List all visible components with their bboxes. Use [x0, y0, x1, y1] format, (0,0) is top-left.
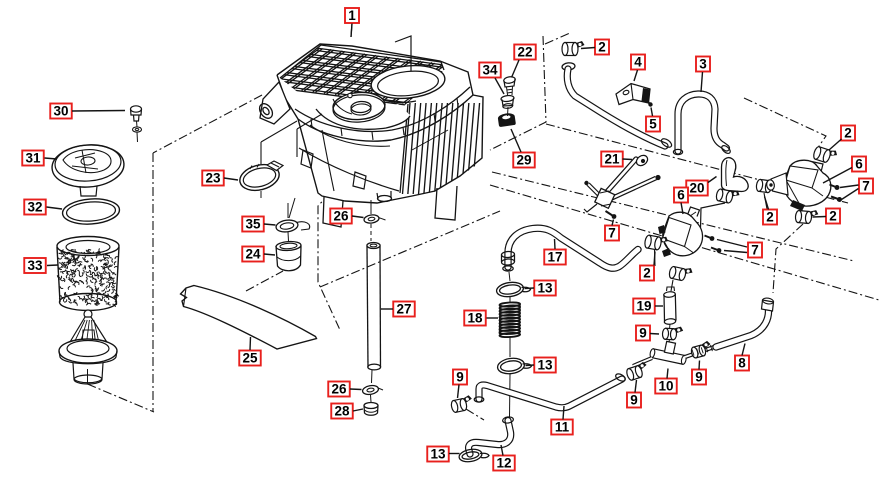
svg-text:21: 21 — [604, 152, 620, 167]
svg-text:29: 29 — [516, 153, 531, 168]
svg-text:32: 32 — [27, 200, 42, 215]
svg-text:12: 12 — [496, 456, 511, 471]
svg-text:5: 5 — [649, 117, 657, 132]
svg-text:2: 2 — [643, 266, 651, 281]
svg-text:2: 2 — [844, 126, 852, 141]
svg-text:9: 9 — [456, 370, 464, 385]
svg-text:28: 28 — [334, 404, 350, 419]
svg-text:9: 9 — [639, 326, 647, 341]
svg-text:4: 4 — [634, 55, 642, 70]
svg-text:27: 27 — [396, 302, 411, 317]
svg-text:6: 6 — [677, 188, 685, 203]
svg-text:25: 25 — [242, 351, 258, 366]
svg-text:34: 34 — [482, 63, 498, 78]
svg-text:3: 3 — [699, 57, 707, 72]
svg-text:7: 7 — [862, 179, 870, 194]
svg-text:18: 18 — [467, 311, 483, 326]
svg-text:22: 22 — [517, 45, 532, 60]
svg-text:8: 8 — [738, 356, 746, 371]
svg-text:13: 13 — [537, 281, 553, 296]
svg-text:19: 19 — [636, 299, 651, 314]
svg-text:26: 26 — [333, 209, 349, 224]
svg-text:24: 24 — [245, 247, 261, 262]
svg-text:17: 17 — [547, 250, 562, 265]
svg-text:26: 26 — [331, 382, 347, 397]
svg-text:9: 9 — [630, 393, 638, 408]
svg-text:13: 13 — [537, 358, 553, 373]
svg-text:10: 10 — [658, 379, 673, 394]
svg-text:33: 33 — [27, 258, 43, 273]
svg-text:31: 31 — [25, 151, 41, 166]
svg-text:20: 20 — [689, 181, 704, 196]
svg-text:13: 13 — [430, 447, 446, 462]
svg-text:11: 11 — [555, 420, 570, 435]
svg-text:2: 2 — [766, 210, 774, 225]
svg-text:7: 7 — [608, 226, 616, 241]
svg-text:35: 35 — [245, 217, 261, 232]
svg-text:6: 6 — [855, 157, 863, 172]
svg-text:2: 2 — [829, 209, 837, 224]
svg-text:7: 7 — [751, 243, 759, 258]
svg-text:30: 30 — [53, 104, 68, 119]
svg-text:1: 1 — [348, 8, 356, 23]
svg-text:9: 9 — [695, 370, 703, 385]
svg-text:2: 2 — [598, 40, 606, 55]
svg-text:23: 23 — [205, 171, 221, 186]
